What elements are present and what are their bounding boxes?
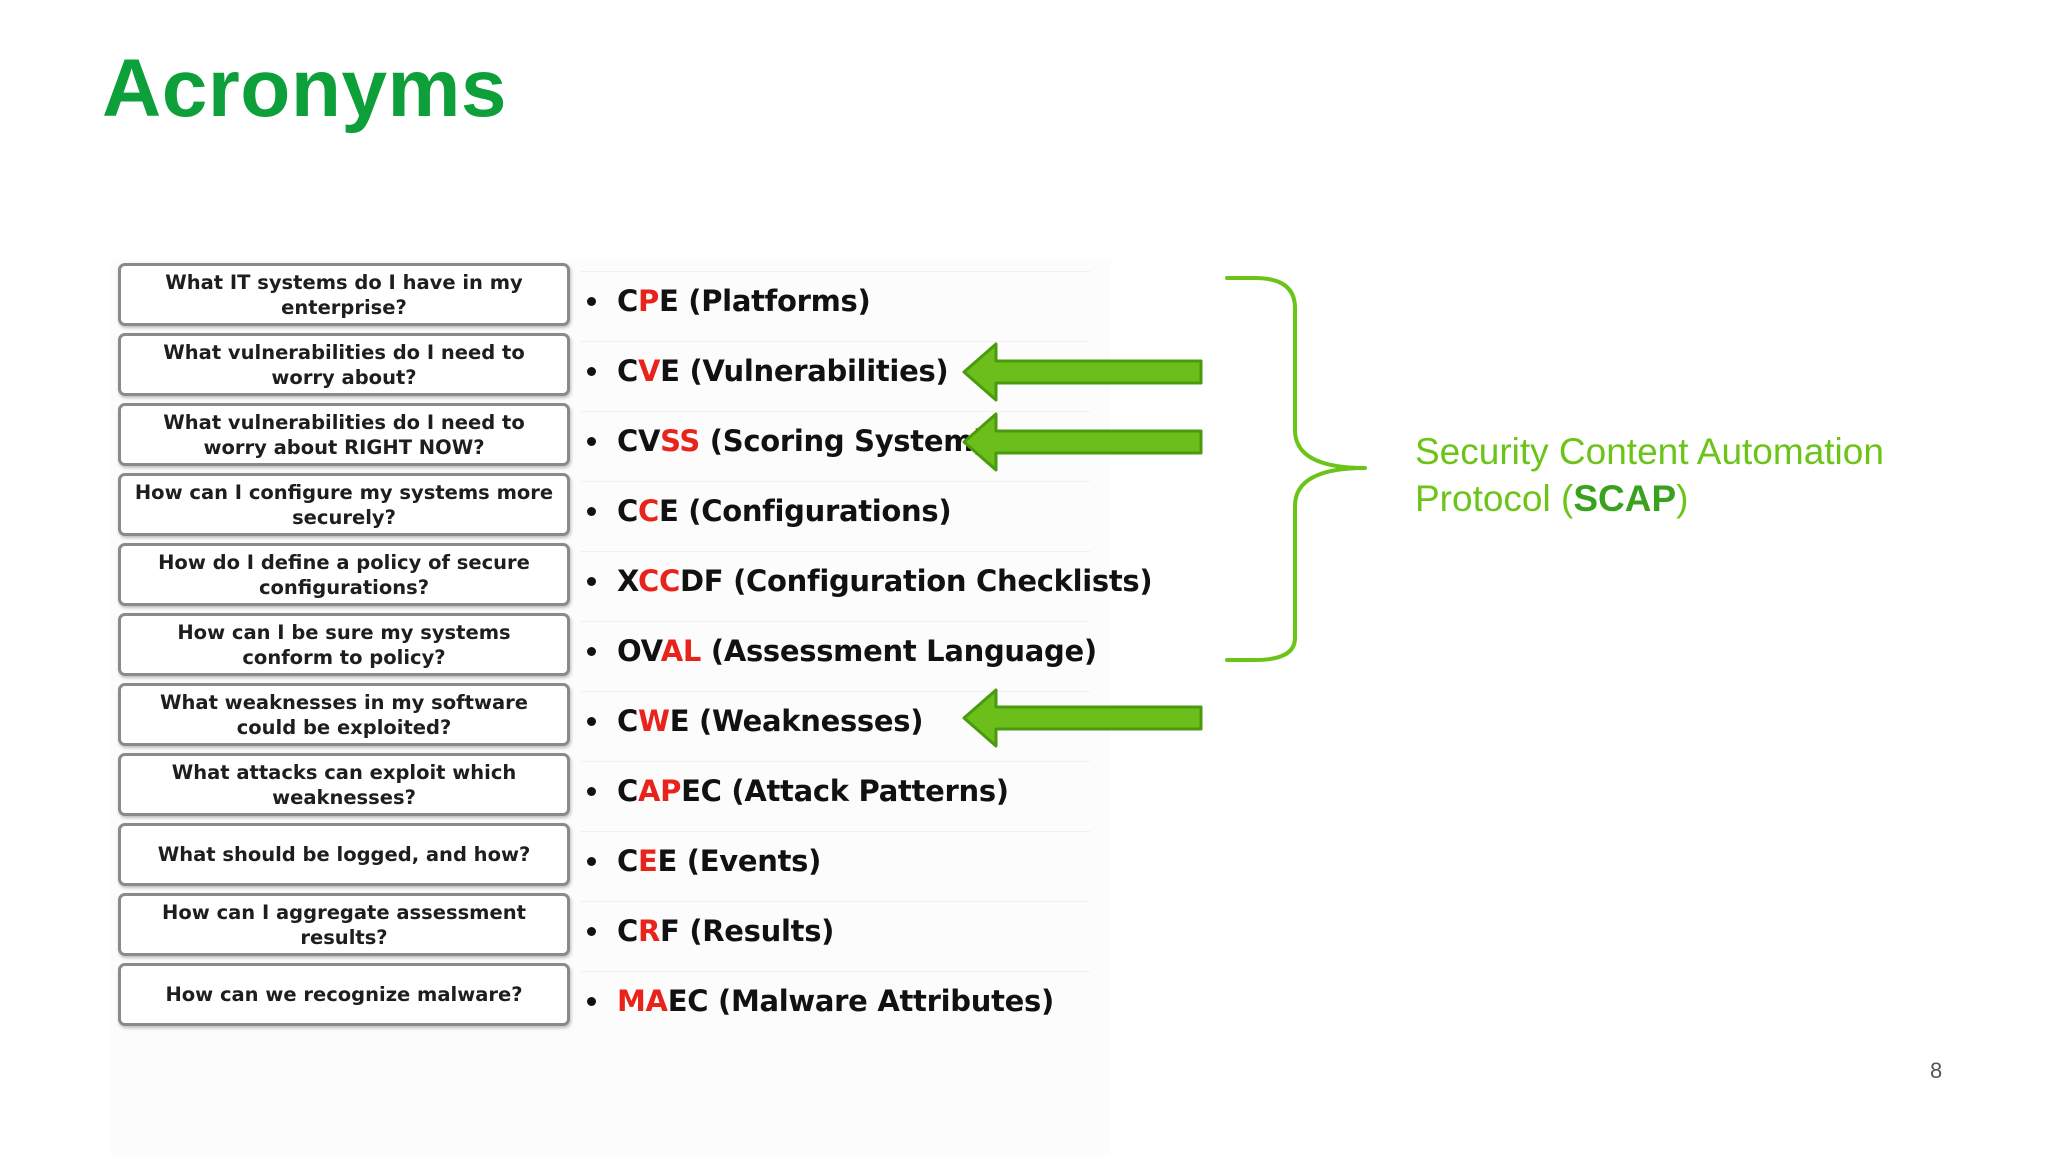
question-box: What IT systems do I have in my enterpri… <box>118 263 570 326</box>
question-text: How can I be sure my systems conform to … <box>177 620 511 669</box>
scap-line-2: Protocol (SCAP) <box>1415 478 1689 519</box>
question-text: How can I configure my systems more secu… <box>134 480 554 529</box>
acronym-text: CVSS (Scoring System) <box>617 424 987 458</box>
acronym-row-cee: CEE (Events) <box>580 831 1090 890</box>
acronym-text: MAEC (Malware Attributes) <box>617 984 1054 1018</box>
page-number: 8 <box>1930 1058 1943 1083</box>
question-text: What weaknesses in my software could be … <box>160 690 528 739</box>
question-box: What should be logged, and how? <box>118 823 570 886</box>
bullet <box>587 436 596 446</box>
acronym-row-xccdf: XCCDF (Configuration Checklists) <box>580 551 1153 610</box>
question-box: How can I be sure my systems conform to … <box>118 613 570 676</box>
scap-line-1: Security Content Automation <box>1415 431 1884 472</box>
scap-label: Security Content Automation Protocol (SC… <box>1415 428 1884 522</box>
question-text: What IT systems do I have in my enterpri… <box>165 270 523 319</box>
bullet <box>587 786 596 796</box>
acronym-text: CCE (Configurations) <box>617 494 952 528</box>
question-box: What vulnerabilities do I need to worry … <box>118 403 570 466</box>
question-text: How can I aggregate assessment results? <box>162 900 526 949</box>
acronym-text: CRF (Results) <box>617 914 835 948</box>
question-box: What vulnerabilities do I need to worry … <box>118 333 570 396</box>
acronym-row-cwe: CWE (Weaknesses) <box>580 691 1090 750</box>
bullet <box>587 576 596 586</box>
acronym-text: XCCDF (Configuration Checklists) <box>617 564 1153 598</box>
left-arrow-icon <box>962 688 1203 748</box>
question-box: How do I define a policy of secure confi… <box>118 543 570 606</box>
bullet <box>587 996 596 1006</box>
acronym-text: OVAL (Assessment Language) <box>617 634 1097 668</box>
bullet <box>587 716 596 726</box>
question-text: How do I define a policy of secure confi… <box>158 550 530 599</box>
bullet <box>587 646 596 656</box>
question-text: What vulnerabilities do I need to worry … <box>163 340 525 389</box>
acronym-text: CVE (Vulnerabilities) <box>617 354 949 388</box>
acronym-row-cpe: CPE (Platforms) <box>580 271 1090 330</box>
question-box: What weaknesses in my software could be … <box>118 683 570 746</box>
acronym-row-capec: CAPEC (Attack Patterns) <box>580 761 1090 820</box>
bullet <box>587 506 596 516</box>
bullet <box>587 926 596 936</box>
question-text: How can we recognize malware? <box>165 983 523 1006</box>
bullet <box>587 296 596 306</box>
question-text: What vulnerabilities do I need to worry … <box>163 410 525 459</box>
bullet <box>587 856 596 866</box>
left-arrow-icon <box>962 412 1203 472</box>
acronym-row-cve: CVE (Vulnerabilities) <box>580 341 1090 400</box>
acronym-row-maec: MAEC (Malware Attributes) <box>580 971 1090 1030</box>
question-box: How can I configure my systems more secu… <box>118 473 570 536</box>
acronym-text: CWE (Weaknesses) <box>617 704 924 738</box>
question-box: What attacks can exploit which weaknesse… <box>118 753 570 816</box>
acronym-row-oval: OVAL (Assessment Language) <box>580 621 1097 680</box>
acronym-text: CPE (Platforms) <box>617 284 871 318</box>
acronym-row-cvss: CVSS (Scoring System) <box>580 411 1090 470</box>
acronym-text: CAPEC (Attack Patterns) <box>617 774 1009 808</box>
acronym-text: CEE (Events) <box>617 844 822 878</box>
question-text: What attacks can exploit which weaknesse… <box>171 760 517 809</box>
acronym-row-crf: CRF (Results) <box>580 901 1090 960</box>
right-brace-icon <box>1225 276 1367 662</box>
slide-title: Acronyms <box>102 43 508 134</box>
scap-acronym: SCAP <box>1573 478 1677 519</box>
question-box: How can we recognize malware? <box>118 963 570 1026</box>
bullet <box>587 366 596 376</box>
left-arrow-icon <box>962 342 1203 402</box>
question-text: What should be logged, and how? <box>157 843 531 866</box>
acronym-row-cce: CCE (Configurations) <box>580 481 1090 540</box>
question-box: How can I aggregate assessment results? <box>118 893 570 956</box>
